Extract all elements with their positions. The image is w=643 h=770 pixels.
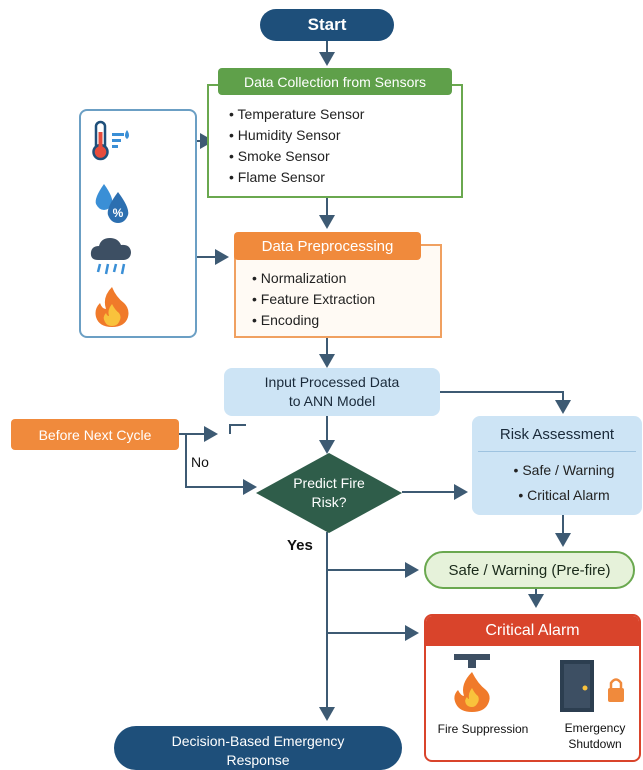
list-item: Feature Extraction — [252, 289, 440, 310]
critical-alarm-title: Critical Alarm — [426, 616, 639, 646]
data-collection-panel: Temperature Sensor Humidity Sensor Smoke… — [207, 84, 463, 198]
shutdown-line-1: Emergency — [564, 721, 626, 735]
list-item: Encoding — [252, 310, 440, 331]
input-line-2: to ANN Model — [288, 393, 376, 409]
list-item: Critical Alarm — [486, 483, 642, 508]
emergency-door-lock-icon — [558, 658, 628, 714]
flame-icon — [90, 284, 136, 330]
predict-label: Predict Fire Risk? — [280, 474, 378, 512]
list-item: Safe / Warning — [486, 458, 642, 483]
final-line-2: Response — [226, 752, 290, 768]
line-no-loop — [229, 424, 246, 434]
humidity-percent-label: % — [113, 206, 124, 220]
sprinkler-fire-icon — [444, 654, 500, 714]
emergency-shutdown-label: Emergency Shutdown — [548, 720, 642, 752]
predict-fire-risk-diamond — [256, 453, 402, 533]
arrow-input-risk — [440, 391, 571, 414]
smoke-cloud-icon — [88, 232, 134, 278]
divider — [478, 451, 636, 452]
input-line-1: Input Processed Data — [264, 374, 400, 390]
input-ann-node: Input Processed Data to ANN Model — [224, 368, 440, 416]
thermometer-icon — [88, 118, 134, 164]
risk-assessment-panel: Risk Assessment Safe / Warning Critical … — [472, 416, 642, 515]
decision-emergency-response-node: Decision-Based Emergency Response — [114, 726, 402, 770]
start-node: Start — [260, 9, 394, 41]
safe-warning-node: Safe / Warning (Pre-fire) — [424, 551, 635, 589]
before-next-cycle-tag: Before Next Cycle — [11, 419, 179, 450]
list-item: Smoke Sensor — [229, 146, 461, 167]
no-label: No — [191, 454, 209, 470]
list-item: Flame Sensor — [229, 167, 461, 188]
list-item: Normalization — [252, 268, 440, 289]
predict-line-1: Predict Fire — [293, 475, 365, 491]
list-item: Humidity Sensor — [229, 125, 461, 146]
predict-line-2: Risk? — [311, 494, 347, 510]
preprocessing-title: Data Preprocessing — [234, 232, 421, 260]
final-line-1: Decision-Based Emergency — [171, 733, 345, 749]
data-collection-title: Data Collection from Sensors — [218, 68, 452, 95]
arrow-no-diamond — [185, 434, 257, 495]
yes-label: Yes — [287, 537, 313, 554]
shutdown-line-2: Shutdown — [568, 737, 622, 751]
list-item: Temperature Sensor — [229, 104, 461, 125]
fire-suppression-label: Fire Suppression — [437, 722, 529, 736]
humidity-drop-icon: % — [90, 180, 136, 226]
risk-assessment-title: Risk Assessment — [499, 426, 615, 443]
